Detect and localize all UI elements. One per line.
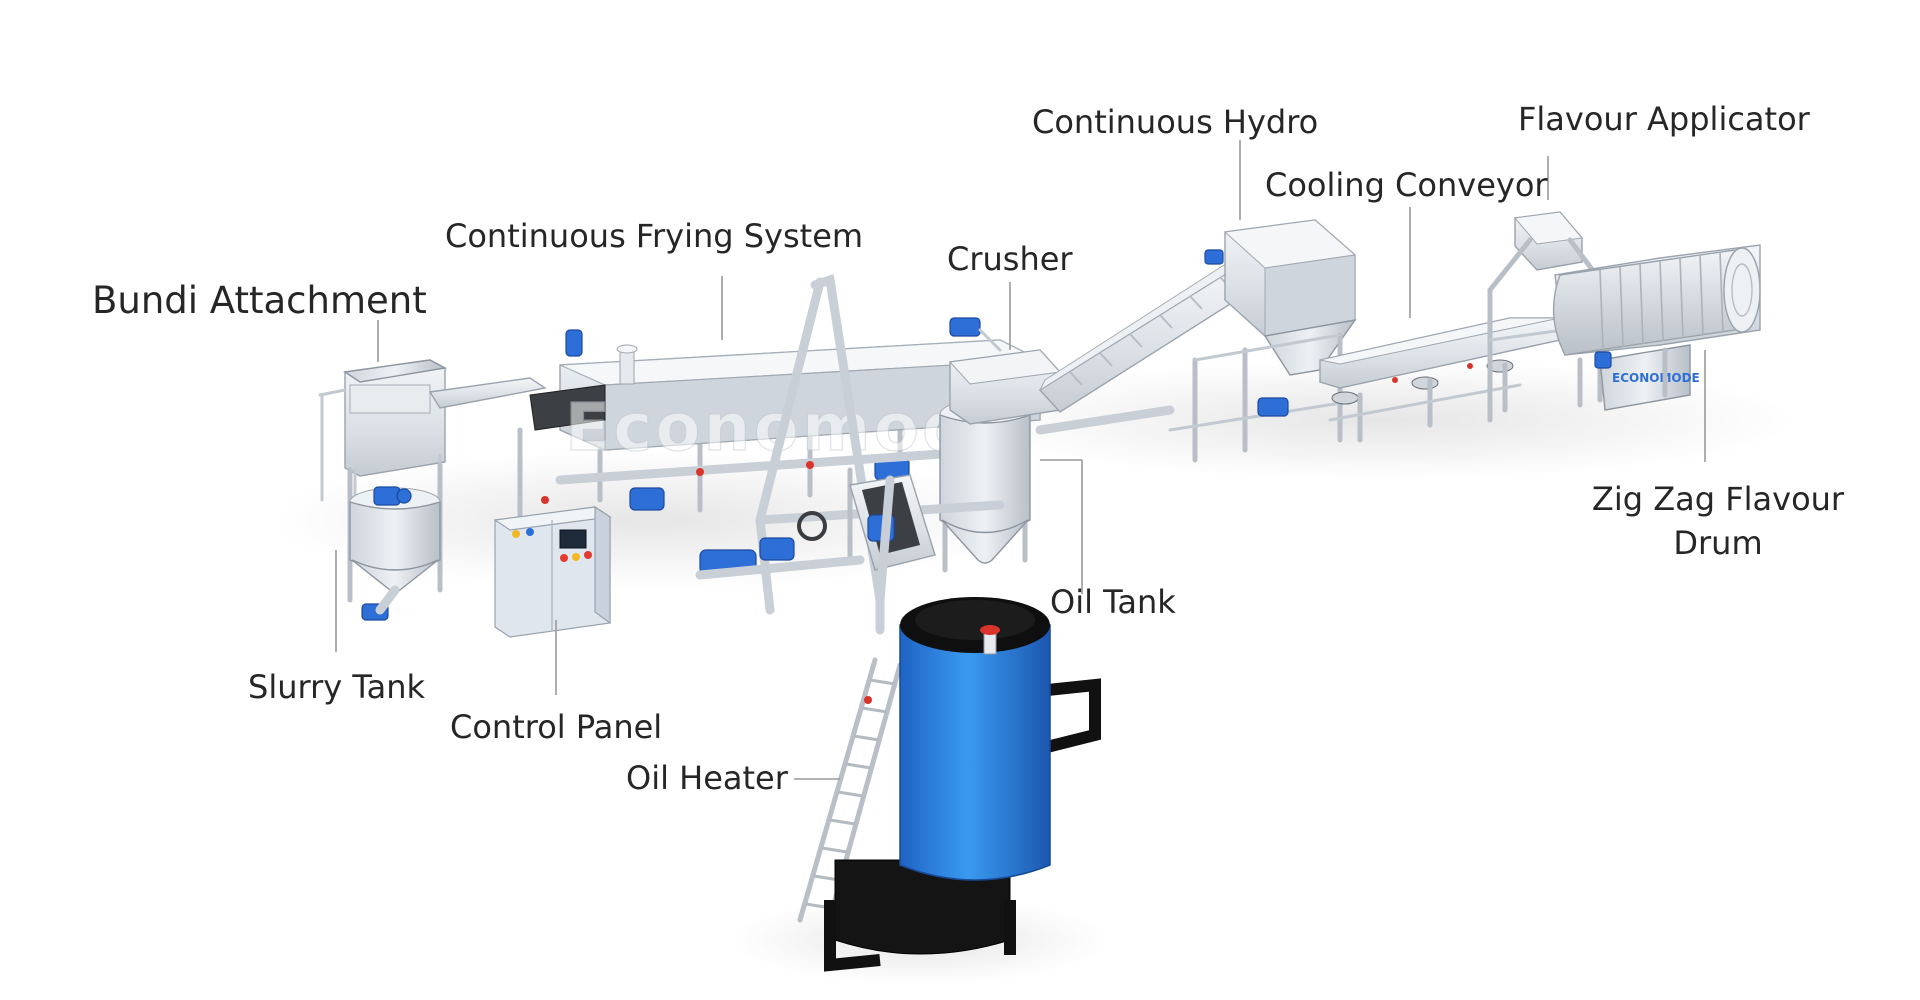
label-oil-tank: Oil Tank xyxy=(1050,583,1176,621)
label-crusher: Crusher xyxy=(947,240,1073,278)
label-zig-zag-flavour-drum-line2: Drum xyxy=(1673,524,1762,562)
label-zig-zag-flavour-drum-line1: Zig Zag Flavour xyxy=(1592,480,1845,518)
label-cooling-conveyor: Cooling Conveyor xyxy=(1265,166,1548,204)
label-slurry-tank: Slurry Tank xyxy=(248,668,425,706)
label-flavour-applicator: Flavour Applicator xyxy=(1518,100,1811,138)
crusher-machine xyxy=(950,318,1060,424)
zig-zag-drum-brand: ECONOMODE xyxy=(1612,371,1700,385)
label-oil-heater: Oil Heater xyxy=(626,759,789,797)
control-panel-machine xyxy=(495,507,610,637)
label-control-panel: Control Panel xyxy=(450,708,662,746)
label-bundi-attachment: Bundi Attachment xyxy=(92,279,427,322)
label-continuous-hydro: Continuous Hydro xyxy=(1032,103,1318,141)
label-continuous-frying-system: Continuous Frying System xyxy=(445,217,863,255)
